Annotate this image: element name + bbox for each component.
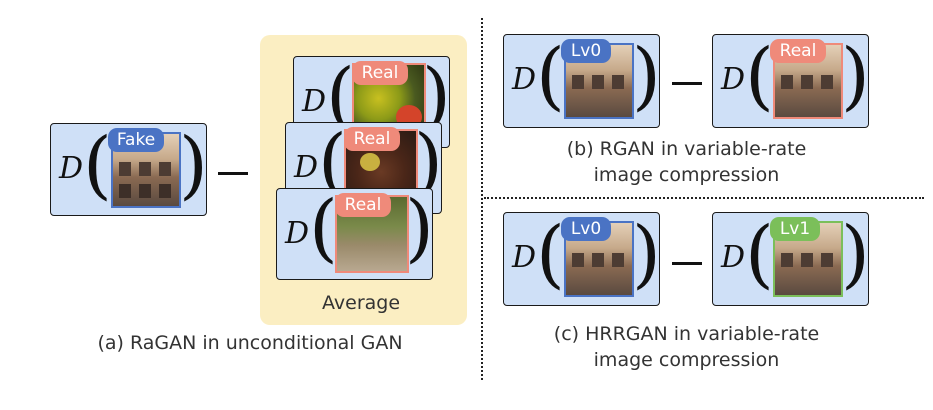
d-symbol: D [512, 243, 536, 273]
real-badge: Real [344, 127, 400, 151]
horizontal-divider [484, 197, 924, 199]
minus-sign-c [672, 262, 702, 265]
lv0-badge: Lv0 [561, 39, 611, 63]
average-label: Average [322, 292, 400, 314]
caption-a: (a) RaGAN in unconditional GAN [40, 331, 460, 356]
minus-sign-b [672, 82, 702, 85]
vertical-divider [481, 18, 483, 380]
right-paren: ) [841, 39, 870, 113]
d-symbol: D [721, 243, 745, 273]
right-paren: ) [632, 217, 661, 291]
right-paren: ) [179, 128, 208, 202]
real-badge: Real [770, 39, 826, 63]
d-box-lv0-c: D ( Lv0 ) [503, 212, 660, 306]
lv1-badge: Lv1 [770, 217, 820, 241]
real-badge: Real [352, 61, 408, 85]
d-box-lv1-c: D ( Lv1 ) [712, 212, 869, 306]
d-symbol: D [59, 154, 83, 184]
d-symbol: D [302, 87, 326, 117]
real-badge: Real [335, 193, 391, 217]
lv0-badge: Lv0 [561, 217, 611, 241]
d-symbol: D [285, 219, 309, 249]
caption-b-line2: image compression [484, 163, 889, 188]
right-paren: ) [405, 191, 434, 265]
caption-c-line1: (c) HRRGAN in variable-rate [484, 322, 889, 347]
d-symbol: D [512, 65, 536, 95]
right-paren: ) [632, 39, 661, 113]
d-box-real-b: D ( Real ) [712, 34, 869, 128]
minus-sign-a [218, 172, 248, 175]
d-box-lv0-b: D ( Lv0 ) [503, 34, 660, 128]
caption-c-line2: image compression [484, 348, 889, 373]
caption-b-line1: (b) RGAN in variable-rate [484, 137, 889, 162]
d-symbol: D [721, 65, 745, 95]
right-paren: ) [841, 217, 870, 291]
d-symbol: D [294, 153, 318, 183]
d-box-real-front: D ( Real ) [276, 188, 433, 280]
left-paren: ( [309, 191, 338, 265]
fake-badge: Fake [108, 128, 164, 152]
d-box-fake: D ( Fake ) [50, 123, 207, 216]
